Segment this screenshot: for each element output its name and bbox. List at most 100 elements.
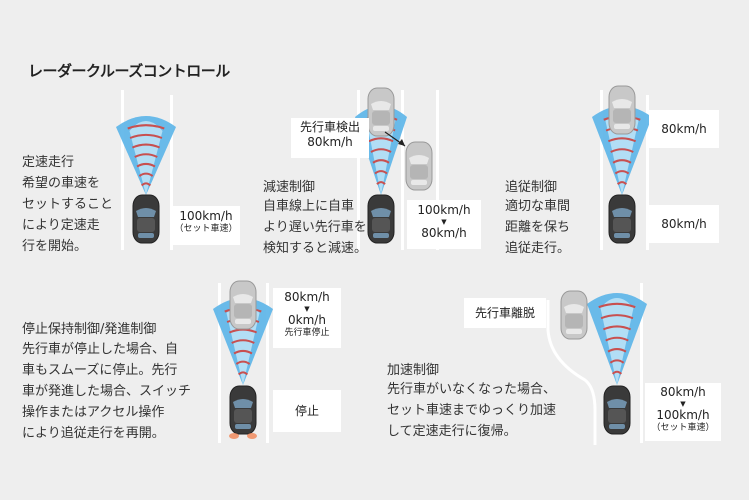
radar-wave [612, 159, 632, 164]
brake-light [229, 433, 239, 439]
speed-note: （セット車速） [174, 224, 238, 234]
lead-car [367, 87, 395, 137]
radar-wave [600, 314, 634, 320]
radar-wave [607, 348, 627, 353]
radar-wave [140, 182, 152, 187]
car-windshield [233, 399, 253, 408]
radar-wave [607, 137, 637, 143]
car-rear-window [373, 233, 389, 238]
radar-wave [134, 153, 158, 158]
radar-wave [370, 148, 392, 153]
car-rear-window [614, 233, 630, 238]
radar-wave [372, 159, 390, 164]
radar-wave [611, 370, 623, 375]
lane-line [266, 283, 269, 443]
radar-wave [131, 143, 161, 149]
radar-wave [228, 328, 258, 334]
car-windshield [371, 101, 391, 110]
car-roof [613, 109, 631, 123]
stop-state: 停止 [294, 404, 319, 418]
car-roof [234, 304, 252, 318]
lane-line [401, 90, 404, 250]
heading-decel: 減速制御 [263, 180, 316, 195]
speed-down-arrow: ▼ [441, 218, 447, 226]
speed-from: 80km/h [660, 385, 706, 399]
car-roof [608, 409, 626, 423]
car-rear-window [566, 329, 582, 334]
radar-beam [587, 293, 647, 385]
car-windshield [233, 294, 253, 303]
lane-line-curve [546, 300, 597, 445]
pointer-arrowhead [398, 139, 405, 146]
own-speed-box: 80km/h [649, 205, 719, 243]
radar-wave [233, 349, 253, 355]
radar-wave [235, 360, 251, 365]
radar-wave [602, 325, 632, 331]
lane-line [646, 95, 649, 250]
radar-wave [136, 162, 156, 168]
lane-line [121, 90, 124, 250]
own-car [603, 385, 631, 435]
desc-stopgo: 先行車が停止した場合、自 車もスムーズに停止。先行 車が発進した場合、スイッチ … [22, 342, 192, 441]
own-car [229, 385, 257, 435]
lane-line [170, 95, 173, 250]
own-speed: 80km/h [661, 217, 707, 231]
car-roof [372, 111, 390, 125]
car-windshield [371, 208, 391, 217]
speed-from: 100km/h [417, 203, 471, 217]
own-car [608, 194, 636, 244]
speed-to: 100km/h [656, 408, 710, 422]
heading-accel: 加速制御 [387, 363, 440, 378]
lead-detect-box: 先行車検出 80km/h [291, 118, 369, 158]
car-windshield [612, 99, 632, 108]
radar-wave [129, 133, 163, 139]
car-rear-window [614, 124, 630, 129]
car-windshield [136, 208, 156, 217]
own-car [367, 194, 395, 244]
lead-car-adjacent [405, 141, 433, 191]
lane-line [357, 90, 360, 250]
radar-wave [368, 137, 394, 143]
lane-line [436, 90, 439, 250]
car-rear-window [373, 126, 389, 131]
radar-wave [237, 371, 249, 376]
lane-line [218, 283, 221, 443]
radar-core [129, 121, 163, 195]
speed-from: 80km/h [284, 290, 330, 304]
radar-wave [616, 181, 628, 185]
car-rear-window [138, 233, 154, 238]
radar-wave [376, 181, 386, 185]
radar-wave [610, 148, 634, 153]
radar-beam [116, 116, 176, 195]
speed-to: 80km/h [421, 226, 467, 240]
lead-leave-label: 先行車離脱 [474, 306, 535, 320]
car-windshield [564, 304, 584, 313]
lane-line [640, 283, 643, 443]
lead-car-leaving [560, 290, 588, 340]
lead-leave-box: 先行車離脱 [464, 298, 546, 328]
speed-to: 0km/h [288, 313, 326, 327]
car-windshield [409, 155, 429, 164]
radar-wave [231, 339, 255, 344]
car-roof [137, 218, 155, 232]
car-roof [565, 314, 583, 328]
car-rear-window [609, 424, 625, 429]
radar-wave [127, 124, 165, 130]
car-roof [372, 218, 390, 232]
car-roof [613, 218, 631, 232]
car-rear-window [235, 319, 251, 324]
own-car [132, 194, 160, 244]
radar-wave [138, 172, 154, 177]
speed-note: （セット車速） [651, 423, 715, 433]
desc-accel: 先行車がいなくなった場合、 セット車速までゆっくり加速 して定速走行に復帰。 [387, 382, 557, 439]
desc-constant: 希望の車速を セットすること により定速走 行を開始。 [22, 176, 114, 254]
car-windshield [607, 399, 627, 408]
speed-box-accel: 80km/h ▼ 100km/h （セット車速） [645, 383, 721, 441]
radar-wave [598, 302, 636, 309]
speed-down-arrow: ▼ [304, 305, 310, 313]
lead-car [229, 280, 257, 330]
radar-wave [614, 170, 630, 175]
speed-box-stopgo: 80km/h ▼ 0km/h 先行車停止 [273, 288, 341, 348]
stop-state-box: 停止 [273, 390, 341, 432]
speed-box-constant: 100km/h （セット車速） [172, 206, 240, 245]
